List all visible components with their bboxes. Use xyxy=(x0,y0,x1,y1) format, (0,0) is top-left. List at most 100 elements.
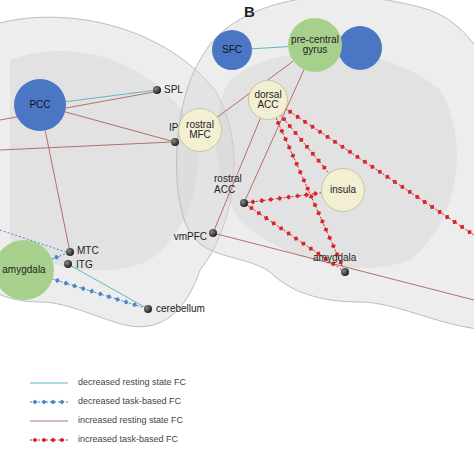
diamond-marker xyxy=(54,255,59,260)
region-dot: rostral ACC xyxy=(240,199,248,207)
diamond-marker xyxy=(291,153,296,158)
connection-line xyxy=(53,278,145,308)
diamond-marker xyxy=(288,124,292,128)
diamond-marker xyxy=(305,186,310,191)
legend-text: decreased resting state FC xyxy=(78,377,186,387)
region-dot: MTC xyxy=(66,248,74,256)
diamond-marker xyxy=(276,120,281,125)
diamond-marker xyxy=(298,170,303,175)
connection-stroke xyxy=(45,130,69,248)
legend-sample-line xyxy=(30,437,68,442)
region-label: MTC xyxy=(77,245,99,256)
region-label: dorsal ACC xyxy=(251,90,285,111)
diamond-marker xyxy=(32,399,37,404)
diamond-marker xyxy=(283,137,288,142)
region-label: ITG xyxy=(76,259,93,270)
region-dot: ITG xyxy=(64,260,72,268)
diamond-marker xyxy=(415,195,419,199)
connection-line xyxy=(246,70,304,200)
legend-text: decreased task-based FC xyxy=(78,396,181,406)
region-label: insula xyxy=(330,185,356,196)
diamond-marker xyxy=(287,145,292,150)
diamond-marker xyxy=(72,283,77,288)
diamond-marker xyxy=(257,211,261,215)
region-circle: PCC xyxy=(14,79,66,131)
diamond-marker xyxy=(313,191,318,196)
region-label: rostral ACC xyxy=(214,173,254,195)
diamond-marker xyxy=(98,292,103,297)
diamond-marker xyxy=(299,138,303,142)
diamond-marker xyxy=(363,160,367,164)
diamond-marker xyxy=(322,166,326,170)
diamond-marker xyxy=(124,300,129,305)
diamond-marker xyxy=(50,399,55,404)
diamond-marker xyxy=(41,399,46,404)
diamond-marker xyxy=(438,210,442,214)
region-circle: dorsal ACC xyxy=(248,80,288,120)
diamond-marker xyxy=(340,145,344,149)
diamond-marker xyxy=(249,206,253,210)
diamond-marker xyxy=(294,162,299,167)
region-circle: insula xyxy=(321,168,365,212)
diamond-marker xyxy=(385,175,389,179)
diamond-marker xyxy=(89,289,94,294)
diamond-marker xyxy=(81,286,86,291)
connection-line xyxy=(65,112,171,141)
diamond-marker xyxy=(378,170,382,174)
diamond-marker xyxy=(268,197,273,202)
diamond-marker xyxy=(286,195,291,200)
diamond-marker xyxy=(408,190,412,194)
diamond-marker xyxy=(460,225,464,229)
diamond-marker xyxy=(320,219,325,224)
connection-line xyxy=(248,191,321,204)
diamond-marker xyxy=(294,236,298,240)
diamond-marker xyxy=(316,211,321,216)
diamond-marker xyxy=(264,216,268,220)
region-dot: vmPFC xyxy=(209,229,217,237)
diamond-marker xyxy=(331,244,336,249)
connection-line xyxy=(213,233,474,300)
region-label: amygdala xyxy=(313,252,356,263)
connection-stroke xyxy=(246,70,304,200)
diamond-marker xyxy=(304,192,309,197)
diamond-line xyxy=(248,193,321,203)
legend-sample-line xyxy=(30,399,68,404)
region-label: SPL xyxy=(164,84,183,95)
connection-line xyxy=(66,91,153,102)
diamond-marker xyxy=(286,231,290,235)
connection-stroke xyxy=(65,112,171,141)
diamond-marker xyxy=(423,200,427,204)
diamond-marker xyxy=(259,198,264,203)
diamond-marker xyxy=(132,302,137,307)
diamond-marker xyxy=(333,140,337,144)
region-circle: rostral MFC xyxy=(178,108,222,152)
panel-letter: B xyxy=(244,3,255,20)
left-brain-shade xyxy=(10,51,198,271)
connection-stroke xyxy=(66,91,153,102)
diamond-marker xyxy=(302,178,307,183)
connection-line xyxy=(52,253,66,259)
hidden-blue-region xyxy=(338,26,382,70)
diamond-marker xyxy=(106,294,111,299)
connection-line xyxy=(0,142,172,150)
region-label: PCC xyxy=(29,100,50,111)
region-label: rostral MFC xyxy=(181,120,219,141)
diamond-line xyxy=(286,109,474,235)
diamond-marker xyxy=(324,227,329,232)
diamond-marker xyxy=(452,220,456,224)
diamond-marker xyxy=(250,199,255,204)
diamond-marker xyxy=(282,117,286,121)
diamond-marker xyxy=(59,399,64,404)
region-dot: amygdala xyxy=(341,268,349,276)
diamond-marker xyxy=(272,221,276,225)
diamond-marker xyxy=(294,131,298,135)
diamond-marker xyxy=(313,203,318,208)
diamond-marker xyxy=(295,115,299,119)
diamond-marker xyxy=(303,120,307,124)
region-dot: IPS xyxy=(171,138,179,146)
diamond-marker xyxy=(318,130,322,134)
legend-text: increased task-based FC xyxy=(78,434,178,444)
diamond-marker xyxy=(355,155,359,159)
